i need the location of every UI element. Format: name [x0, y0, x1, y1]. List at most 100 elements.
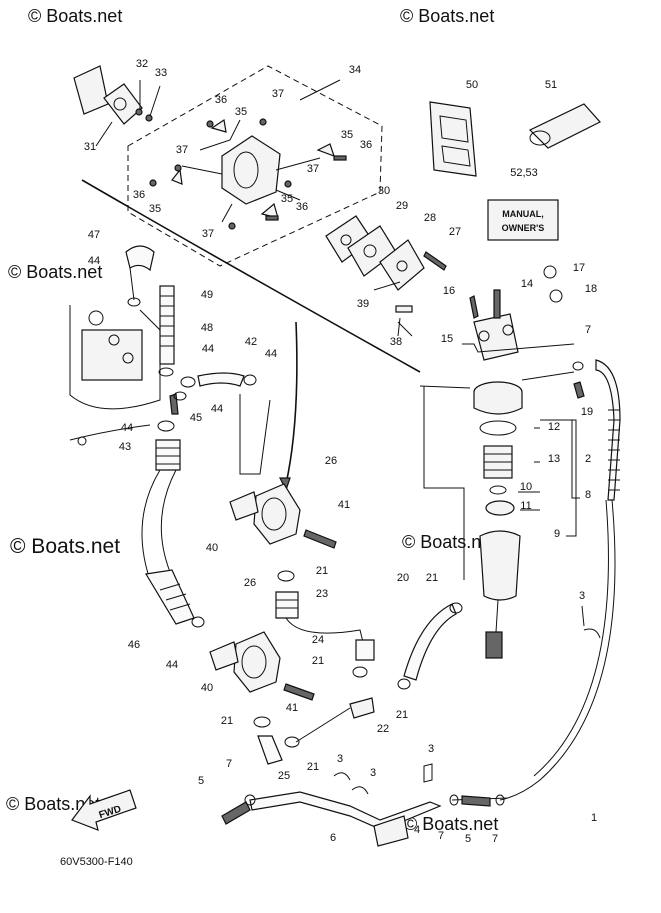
callout-44: 44 — [265, 348, 277, 360]
engine-outline — [81, 179, 421, 373]
callout-44: 44 — [202, 343, 214, 355]
callout-47: 47 — [88, 229, 100, 241]
callout-12: 12 — [548, 421, 560, 433]
callout-7: 7 — [585, 324, 591, 336]
callout-35: 35 — [281, 193, 293, 205]
callout-44: 44 — [121, 422, 133, 434]
callout-7: 7 — [226, 758, 232, 770]
callout-7: 7 — [438, 830, 444, 842]
cover-28 — [379, 239, 425, 291]
callout-51: 51 — [545, 79, 557, 91]
callout-15: 15 — [441, 333, 453, 345]
callout-7: 7 — [492, 833, 498, 845]
callout-36: 36 — [296, 201, 308, 213]
callout-5: 5 — [198, 775, 204, 787]
callout-49: 49 — [201, 289, 213, 301]
bracket-15 — [473, 313, 519, 361]
manual-label-line-1: MANUAL, — [502, 209, 544, 219]
hose-46 — [145, 569, 195, 625]
callout-3: 3 — [337, 753, 343, 765]
callout-18: 18 — [585, 283, 597, 295]
callout-4: 4 — [414, 824, 420, 836]
callout-35: 35 — [341, 129, 353, 141]
pin-38 — [395, 305, 413, 313]
callout-29: 29 — [396, 200, 408, 212]
callout-43: 43 — [119, 441, 131, 453]
assembly-boundary-34 — [127, 65, 383, 267]
hose-43 — [155, 439, 181, 471]
watermark-text: © Boats.net — [6, 794, 100, 814]
callout-26: 26 — [244, 577, 256, 589]
drawing-code: 60V5300-F140 — [60, 856, 133, 868]
callout-6: 6 — [330, 832, 336, 844]
watermark-text: © Boats.net — [402, 532, 496, 552]
callout-14: 14 — [521, 278, 533, 290]
engine-body — [69, 305, 161, 410]
callout-13: 13 — [548, 453, 560, 465]
fuel-pump-body — [221, 135, 281, 205]
callout-35: 35 — [235, 106, 247, 118]
callout-37: 37 — [272, 88, 284, 100]
callout-45: 45 — [190, 412, 202, 424]
callout-3: 3 — [428, 743, 434, 755]
callout-36: 36 — [360, 139, 372, 151]
connector-5-left — [221, 801, 251, 825]
callout-21: 21 — [316, 565, 328, 577]
hose-2 — [595, 359, 621, 501]
forward-arrow — [71, 789, 137, 831]
callout-44: 44 — [88, 255, 100, 267]
callout-41: 41 — [338, 499, 350, 511]
callout-24: 24 — [312, 634, 324, 646]
callout-50: 50 — [466, 79, 478, 91]
hose-47 — [125, 245, 155, 272]
owners-manual-box — [487, 199, 559, 241]
watermark-text-large: © Boats.net — [10, 535, 120, 558]
hose-23 — [275, 591, 299, 619]
engine-cylinder — [81, 329, 143, 381]
callout-41: 41 — [286, 702, 298, 714]
callout-21: 21 — [312, 655, 324, 667]
callout-42: 42 — [245, 336, 257, 348]
callout-37: 37 — [202, 228, 214, 240]
hose-49 — [159, 285, 175, 365]
fuel-pump-26-lower — [233, 631, 281, 693]
manual-label-line-2: OWNER'S — [502, 223, 545, 233]
callout-10: 10 — [520, 481, 532, 493]
gasket-40-upper — [229, 491, 259, 521]
callout-30: 30 — [378, 185, 390, 197]
reference-arrow — [285, 321, 298, 485]
callout-40: 40 — [201, 682, 213, 694]
callout-3: 3 — [370, 767, 376, 779]
fuel-pump-26-upper — [253, 483, 301, 545]
callout-35: 35 — [149, 203, 161, 215]
callout-32: 32 — [136, 58, 148, 70]
watermark-text: © Boats.net — [28, 6, 122, 26]
label-50 — [429, 101, 477, 177]
clamp-6 — [373, 815, 409, 847]
callout-37: 37 — [176, 144, 188, 156]
callout-1: 1 — [591, 812, 597, 824]
sensor-plug — [485, 631, 503, 659]
filter-cup — [479, 530, 521, 601]
callout-25: 25 — [278, 770, 290, 782]
callout-21: 21 — [396, 709, 408, 721]
callout-28: 28 — [424, 212, 436, 224]
callout-20: 20 — [397, 572, 409, 584]
hose-25 — [257, 735, 283, 765]
watermark-text: © Boats.net — [400, 6, 494, 26]
callout-21: 21 — [221, 715, 233, 727]
callout-8: 8 — [585, 489, 591, 501]
callout-38: 38 — [390, 336, 402, 348]
float-11 — [485, 500, 515, 516]
callout-36: 36 — [133, 189, 145, 201]
callout-9: 9 — [554, 528, 560, 540]
callout-48: 48 — [201, 322, 213, 334]
callout-34: 34 — [349, 64, 361, 76]
callout-26: 26 — [325, 455, 337, 467]
connector-5-right — [461, 795, 491, 807]
callout-27: 27 — [449, 226, 461, 238]
watermark-text: © Boats.net — [8, 262, 102, 282]
leader-lines — [239, 321, 585, 627]
